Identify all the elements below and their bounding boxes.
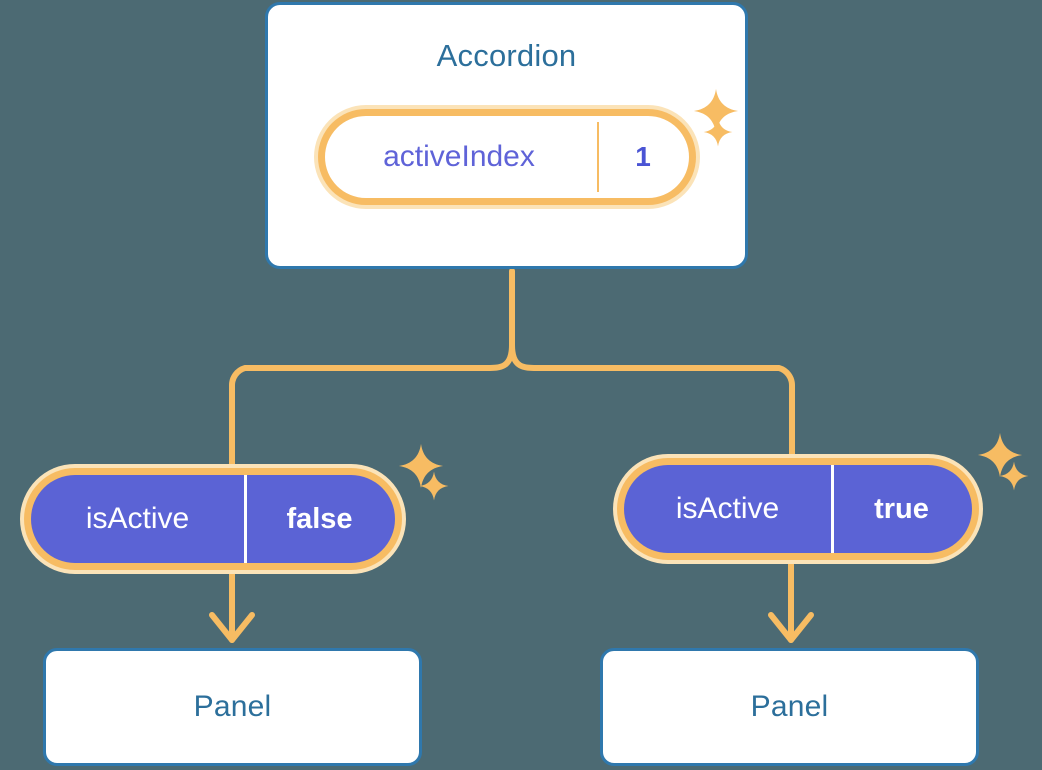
state-badge-divider (244, 475, 247, 563)
state-key-label: isActive (675, 492, 780, 525)
accordion-card-title: Accordion (436, 38, 577, 73)
sparkle-left-badge-small-star-icon (419, 471, 449, 501)
sparkle-left-badge-big-star-icon (398, 443, 444, 489)
state-badge-is-active-left[interactable]: isActive false (20, 464, 406, 574)
state-value-label: true (874, 492, 929, 525)
state-badge-is-active-right[interactable]: isActive true (613, 454, 983, 564)
state-badge-divider (831, 465, 834, 553)
arrow-head-left (209, 612, 255, 643)
sparkle-right-badge-big-star-icon (977, 432, 1023, 478)
state-badge-divider (597, 122, 599, 192)
state-badge-inner: activeIndex 1 (325, 116, 689, 198)
sparkle-right-badge-small-star-icon (999, 461, 1029, 491)
panel-component-card-left[interactable]: Panel (43, 648, 422, 766)
arrow-head-right (768, 612, 814, 643)
state-value-label: 1 (635, 141, 651, 172)
panel-card-title: Panel (193, 690, 272, 723)
state-badge-pill: activeIndex 1 (314, 105, 700, 209)
state-badge-pill: isActive true (613, 454, 983, 564)
state-badge-pill: isActive false (20, 464, 406, 574)
panel-card-title: Panel (750, 690, 829, 723)
connector-fork-right (509, 342, 795, 467)
state-badge-active-index[interactable]: activeIndex 1 (314, 105, 700, 209)
panel-component-card-right[interactable]: Panel (600, 648, 979, 766)
state-value-label: false (286, 502, 353, 535)
state-badge-inner: isActive true (624, 465, 972, 553)
state-badge-inner: isActive false (31, 475, 395, 563)
state-key-label: isActive (85, 502, 190, 535)
connector-fork-left (229, 342, 515, 477)
state-key-label: activeIndex (383, 140, 535, 173)
